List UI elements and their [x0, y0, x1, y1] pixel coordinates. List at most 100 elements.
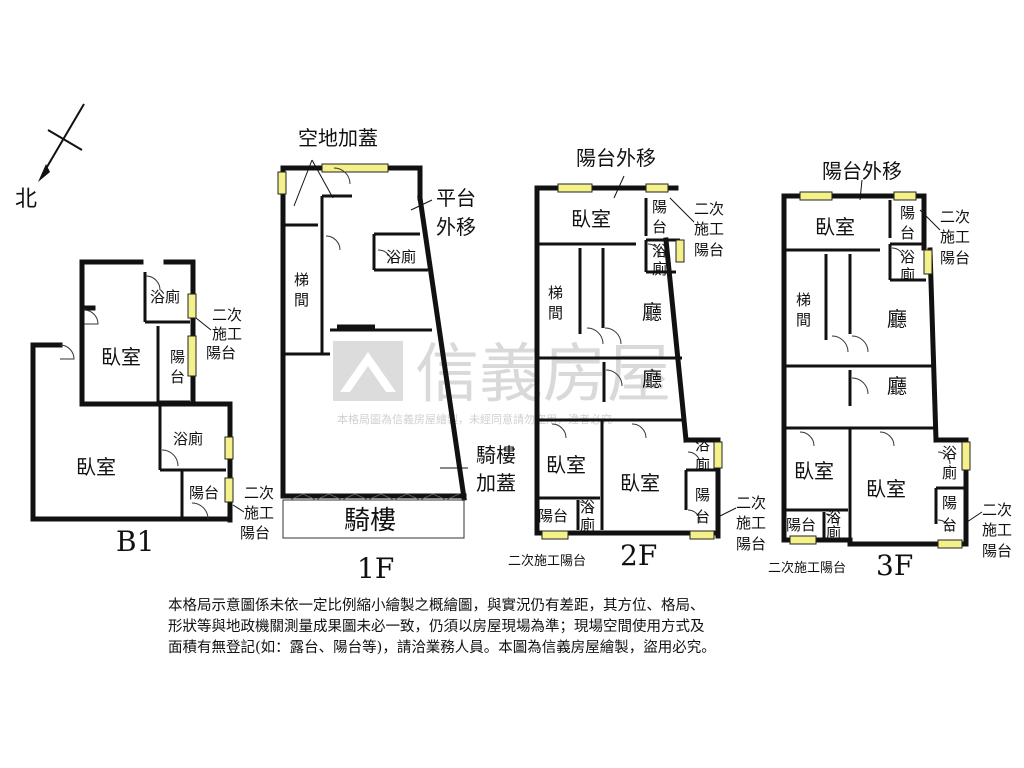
door-swing — [333, 167, 351, 185]
disclaimer-line: 本格局示意圖係未依一定比例縮小繪製之概繪圖，與實況仍有差距，其方位、格局、 — [168, 598, 705, 614]
door-swing — [604, 327, 622, 345]
window — [224, 436, 234, 460]
window — [224, 477, 234, 503]
window — [557, 183, 593, 193]
room-label: 浴 — [652, 242, 667, 260]
window — [187, 335, 197, 377]
room-label: 平台 — [436, 186, 476, 210]
room-label: 陽 — [170, 348, 185, 366]
note-label: 施工 — [982, 521, 1012, 539]
window — [923, 249, 933, 275]
room-label: 台 — [652, 218, 667, 236]
note-label: 施工 — [940, 228, 970, 246]
door-swing — [145, 275, 161, 291]
watermark-logo-icon — [333, 341, 403, 401]
room-label: 浴 — [695, 436, 710, 454]
note-label: 二次 — [244, 484, 274, 502]
room-label: 台 — [695, 508, 710, 526]
door-swing — [851, 377, 869, 395]
door-swing — [377, 249, 393, 265]
room-label: 浴 — [826, 508, 841, 526]
note-label: 陽台 — [982, 542, 1012, 560]
window — [713, 441, 723, 469]
door-swing — [825, 513, 839, 527]
room-label: 空地加蓋 — [298, 126, 378, 150]
room-label: 廁 — [826, 524, 841, 542]
room-label: 梯 — [796, 291, 811, 309]
note-label: 陽台 — [240, 524, 270, 542]
door-swing — [191, 502, 209, 520]
floor-3f: 陽台外移 臥室 梯 間 廳 廳 臥室 臥室 陽 台 浴 廁 浴 廁 陽 台 陽台… — [768, 159, 1012, 582]
door-swing — [891, 247, 905, 261]
note-label: 施工 — [694, 220, 724, 238]
room-label: 臥室 — [794, 459, 834, 483]
door-swing — [631, 423, 647, 439]
room-label: 廳 — [887, 374, 907, 398]
window — [277, 171, 287, 195]
room-label: 臥室 — [866, 477, 906, 501]
door-swing — [687, 509, 701, 523]
note-label: 陽台 — [206, 344, 236, 362]
note-label: 二次 — [212, 306, 242, 324]
door-swing — [799, 431, 815, 447]
room-label: 騎樓 — [476, 443, 516, 467]
door-swing — [937, 519, 951, 533]
watermark-subtitle: 本格局圖為信義房屋繪製，未經同意請勿盜用，違者必究 — [337, 412, 612, 426]
room-label: 浴 — [900, 248, 915, 266]
room-label: 廳 — [887, 307, 907, 331]
door-swing — [687, 451, 701, 465]
room-label: 廁 — [695, 456, 710, 474]
room-label: 台 — [942, 516, 957, 534]
note-label: 施工 — [736, 514, 766, 532]
room-label: 臥室 — [571, 207, 611, 231]
room-label: 陽台 — [538, 507, 568, 525]
room-label: 臥室 — [101, 345, 141, 369]
room-label: 廁 — [580, 516, 595, 534]
room-label: 臥室 — [815, 215, 855, 239]
watermark: 信義房屋 本格局圖為信義房屋繪製，未經同意請勿盜用，違者必究 — [333, 338, 671, 426]
note-label: 二次 — [982, 501, 1012, 519]
room-label: 陽 — [652, 198, 667, 216]
room-label: 陽台 — [189, 484, 219, 502]
door-swing — [59, 344, 75, 360]
room-label: 浴廁 — [386, 248, 416, 266]
floor-label: B1 — [116, 525, 154, 558]
room-label: 加蓋 — [476, 471, 516, 495]
room-label: 陽台外移 — [576, 146, 656, 170]
room-label: 陽 — [695, 486, 710, 504]
note-label: 二次施工陽台 — [508, 553, 586, 569]
room-label: 臥室 — [76, 455, 116, 479]
room-label: 浴廁 — [150, 288, 180, 306]
floor-2f: 陽台外移 臥室 梯 間 廳 廳 臥室 臥室 陽 台 浴 廁 浴 廁 陽 台 陽台… — [508, 146, 766, 572]
window — [689, 530, 715, 540]
window — [937, 539, 963, 549]
window — [789, 535, 817, 545]
room-label: 台 — [900, 224, 915, 242]
disclaimer-line: 形狀等與地政機關測量成果圖未必一致，仍須以房屋現場為準；現場空間使用方式及 — [168, 619, 705, 635]
floor-b1: 臥室 臥室 浴廁 浴廁 陽 台 陽台 二次 施工 陽台 二次 施工 陽台 B1 — [30, 259, 274, 558]
room-label: 廁 — [652, 260, 667, 278]
room-label: 臥室 — [546, 453, 586, 477]
watermark-brand: 信義房屋 — [415, 338, 671, 412]
room-label: 間 — [796, 311, 811, 329]
room-label: 陽台 — [786, 516, 816, 534]
room-label: 浴 — [942, 444, 957, 462]
window — [893, 191, 917, 201]
note-label: 陽台 — [694, 241, 724, 259]
floor-1f: 空地加蓋 平台 外移 梯 間 浴廁 騎樓 騎樓 加蓋 1F — [277, 126, 516, 585]
room-label: 廁 — [942, 464, 957, 482]
note-label: 二次施工陽台 — [768, 560, 846, 576]
door-swing — [647, 243, 661, 257]
door-swing — [605, 369, 623, 387]
room-label: 台 — [170, 368, 185, 386]
note-label: 施工 — [244, 504, 274, 522]
floor-label: 2F — [620, 539, 657, 572]
floor-label: 1F — [357, 552, 394, 585]
door-swing — [161, 449, 179, 467]
room-label: 浴 — [580, 498, 595, 516]
floor-label: 3F — [876, 549, 913, 582]
room-label: 陽 — [900, 204, 915, 222]
window — [961, 441, 971, 471]
door-swing — [586, 327, 604, 345]
door-swing — [937, 451, 951, 465]
